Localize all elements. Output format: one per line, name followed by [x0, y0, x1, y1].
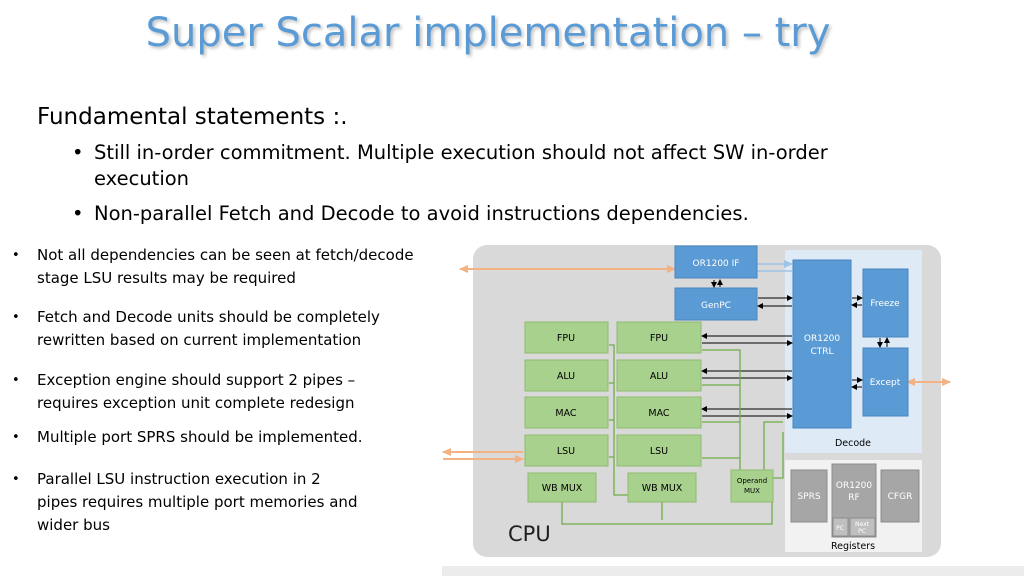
operand-mux-label: MUX	[744, 487, 760, 495]
sprs-label: SPRS	[797, 492, 820, 502]
genpc-label: GenPC	[701, 301, 731, 311]
wb-mux-label: WB MUX	[642, 483, 683, 494]
statement-line: Non-parallel Fetch and Decode to avoid i…	[94, 202, 749, 225]
rf-label: OR1200	[836, 481, 873, 491]
fpu-label: FPU	[557, 333, 575, 344]
sprs-block	[790, 469, 828, 523]
rf-label: RF	[848, 493, 859, 503]
lsu-label: LSU	[650, 446, 668, 457]
decode-label: Decode	[835, 438, 871, 449]
genpc-block	[674, 287, 758, 321]
operand-mux	[730, 469, 774, 503]
note-line: Fetch and Decode units should be complet…	[37, 308, 380, 326]
note-line: Not all dependencies can be seen at fetc…	[37, 246, 414, 264]
except-block	[862, 347, 909, 417]
pc-block	[832, 517, 849, 537]
statement-line: Still in-order commitment. Multiple exec…	[94, 141, 828, 164]
wb-mux	[627, 472, 697, 503]
except-label: Except	[870, 378, 901, 388]
bullet-icon: •	[72, 202, 84, 225]
wb-mux-label: WB MUX	[542, 483, 583, 494]
bullet-icon: •	[12, 472, 20, 487]
ctrl-label: CTRL	[810, 347, 833, 357]
ctrl-block	[792, 259, 852, 429]
note-line: rewritten based on current implementatio…	[37, 331, 362, 349]
note-line: stage LSU results may be required	[37, 269, 296, 287]
note-line: Exception engine should support 2 pipes …	[37, 371, 356, 389]
operand-mux-label: Operand	[737, 477, 767, 485]
bullet-icon: •	[12, 310, 20, 325]
bullet-icon: •	[12, 373, 20, 388]
cfgr-label: CFGR	[888, 492, 913, 502]
lsu-unit	[524, 434, 609, 467]
pc-label: PC	[836, 525, 844, 532]
statement-line: execution	[94, 167, 190, 190]
bullet-icon: •	[12, 248, 20, 263]
datapath-wires	[561, 344, 784, 525]
registers-label: Registers	[831, 541, 875, 552]
alu-label: ALU	[557, 371, 575, 382]
note-line: wider bus	[37, 516, 110, 534]
or1200-if-block	[674, 245, 758, 279]
freeze-label: Freeze	[870, 299, 900, 309]
bullet-icon: •	[72, 141, 84, 164]
lsu-unit	[616, 434, 702, 467]
alu-unit	[524, 359, 609, 392]
mac-label: MAC	[555, 408, 577, 419]
note-line: pipes requires multiple port memories an…	[37, 493, 358, 511]
fpu-label: FPU	[650, 333, 668, 344]
mac-label: MAC	[648, 408, 670, 419]
slide-title: Super Scalar implementation – try	[145, 10, 831, 56]
ctrl-label: OR1200	[804, 334, 841, 344]
alu-label: ALU	[650, 371, 668, 382]
bullet-icon: •	[12, 430, 20, 445]
next-pc-label: Next	[855, 521, 870, 528]
note-line: requires exception unit complete redesig…	[37, 394, 355, 412]
cpu-label: CPU	[508, 522, 551, 546]
footer-strip	[442, 566, 1024, 576]
fpu-unit	[524, 321, 609, 354]
next-pc-block	[849, 517, 876, 537]
wb-mux	[527, 472, 597, 503]
mac-unit	[524, 396, 609, 429]
alu-unit	[616, 359, 702, 392]
fpu-unit	[616, 321, 702, 354]
fundamental-heading: Fundamental statements :.	[37, 104, 348, 130]
next-pc-label: PC	[858, 528, 866, 535]
cfgr-block	[880, 469, 920, 523]
note-line: Parallel LSU instruction execution in 2	[37, 470, 321, 488]
or1200-if-label: OR1200 IF	[693, 259, 740, 269]
note-line: Multiple port SPRS should be implemented…	[37, 428, 363, 446]
freeze-block	[862, 268, 909, 338]
mac-unit	[616, 396, 702, 429]
lsu-label: LSU	[557, 446, 575, 457]
